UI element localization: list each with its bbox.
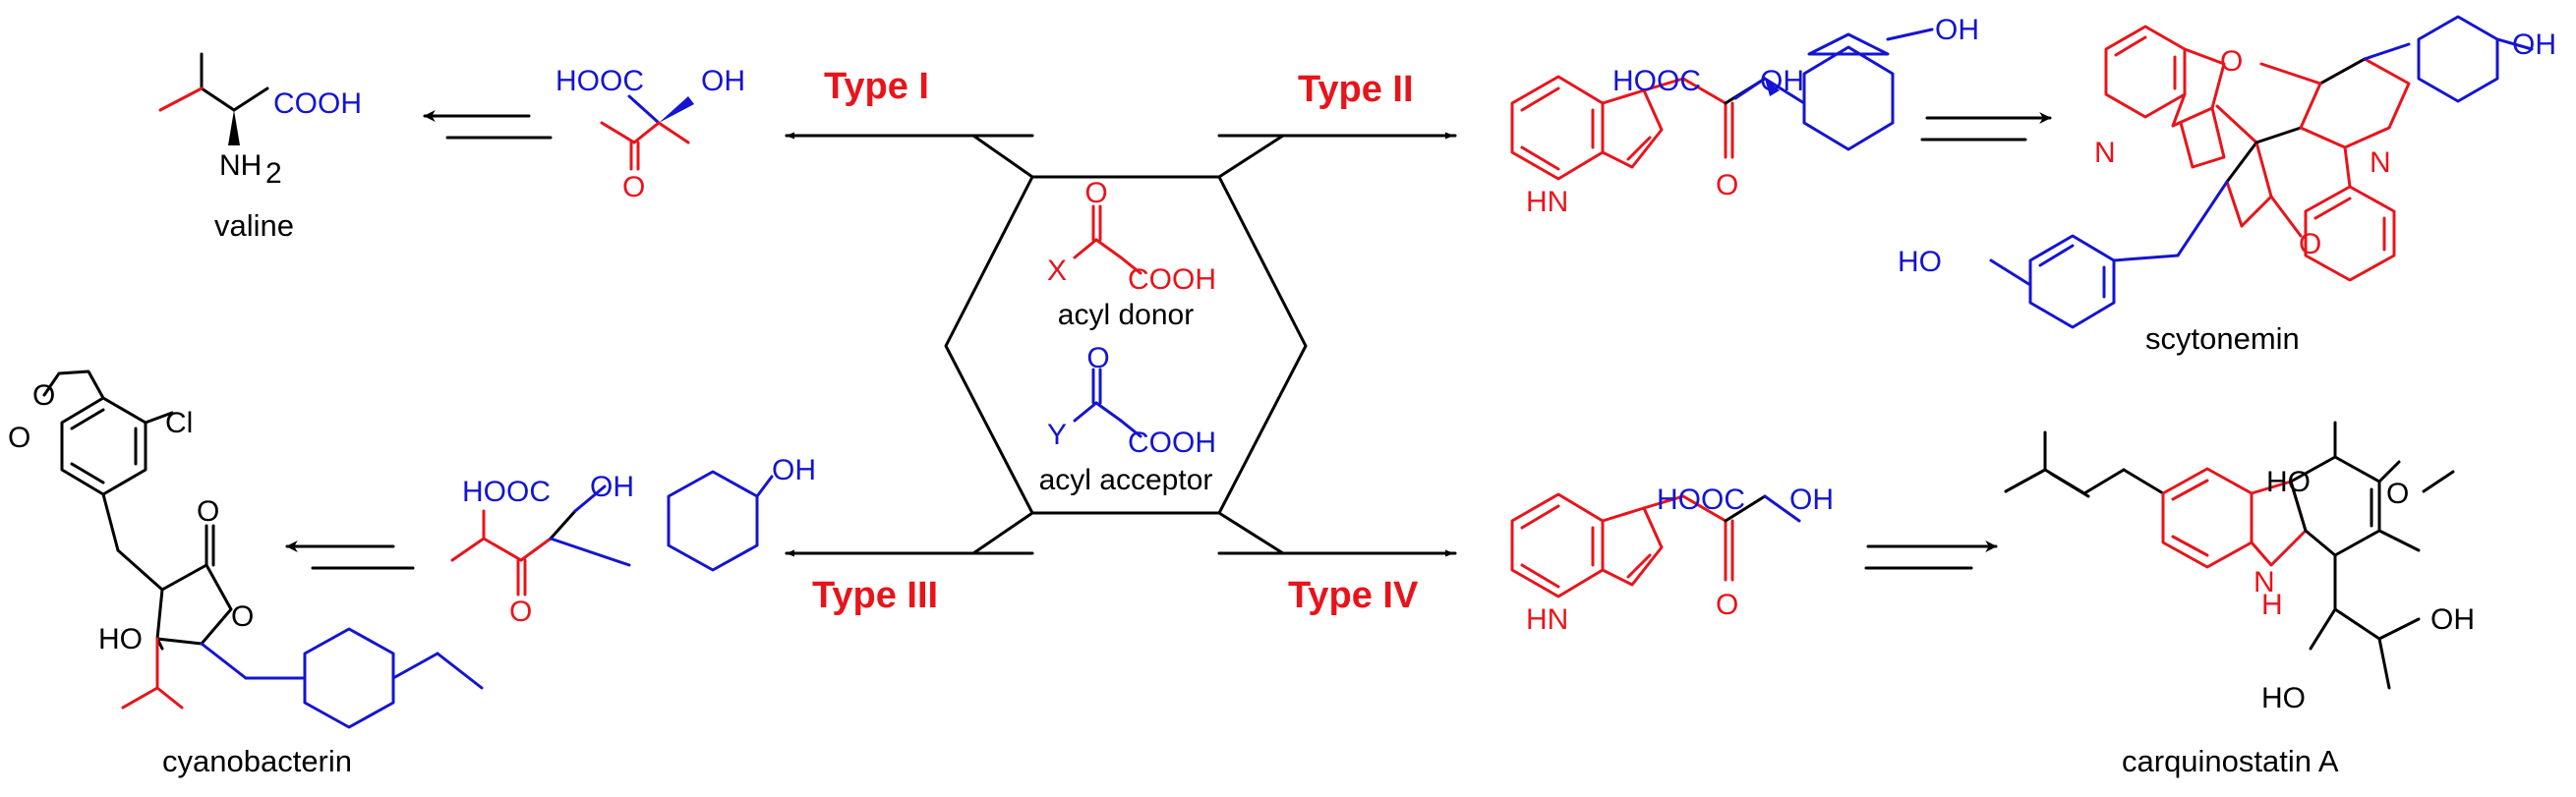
donor-cooh: COOH — [1128, 263, 1216, 296]
donor-oxygen: O — [1084, 177, 1107, 209]
lactone-ring-o: O — [231, 600, 254, 633]
indole-nh-label: HN — [1526, 186, 1568, 218]
carquinostatin-name: carquinostatin A — [2122, 744, 2339, 778]
acceptor-y-label: Y — [1047, 419, 1067, 451]
tertiary-ho-label: HO — [98, 623, 143, 655]
methoxy-o: O — [2386, 478, 2409, 510]
acyl-donor-label: acyl donor — [1058, 299, 1194, 331]
acceptor-cooh: COOH — [1128, 427, 1216, 459]
cyanobacterin-structure: O O Cl O O HO cyanobacterin — [8, 370, 484, 778]
phenol-oh-right: OH — [2512, 28, 2556, 61]
type-i-label: Type I — [824, 66, 929, 107]
indole-nh-label-iv: HN — [1526, 603, 1568, 636]
ketone-oxygen-iii: O — [509, 596, 532, 628]
scytonemin-name: scytonemin — [2145, 321, 2300, 356]
type-i-connector — [785, 134, 1034, 179]
ketone-o-upper: O — [2220, 45, 2243, 78]
acceptor-oxygen: O — [1086, 342, 1109, 374]
oh-label-iii: OH — [590, 471, 634, 503]
acyl-acceptor-label: acyl acceptor — [1039, 464, 1213, 496]
oh-label-iv: OH — [1789, 484, 1834, 516]
type-iii-label: Type III — [812, 575, 938, 616]
valine-double-arrow — [423, 110, 553, 140]
acyl-acceptor-structure: O Y COOH acyl acceptor — [1039, 342, 1216, 496]
carquinostatin-structure: H N HO O HO OH carquinostatin A — [2004, 421, 2475, 778]
phenol-oh-label: OH — [1935, 14, 1979, 46]
type-i-intermediate: HOOC OH O — [556, 65, 745, 203]
phenol-ho-left: HO — [1898, 246, 1942, 278]
lactone-carbonyl-o: O — [197, 495, 219, 528]
chloro-label: Cl — [165, 407, 193, 439]
hooc-label: HOOC — [556, 65, 644, 97]
ketone-oxygen: O — [622, 171, 645, 203]
ketone-o-lower: O — [2299, 228, 2321, 260]
type-iv-label: Type IV — [1288, 575, 1419, 616]
ketone-oxygen-ii: O — [1716, 169, 1738, 201]
central-hexagon — [785, 132, 1457, 557]
amine-subscript: 2 — [265, 157, 282, 190]
scytonemin-structure: N O HO O N OH scytonemin — [1898, 15, 2556, 356]
hooc-label-iv: HOOC — [1657, 484, 1745, 516]
type-iv-intermediate: HN O HOOC OH — [1510, 484, 1834, 636]
carquinostatin-double-arrow — [1864, 541, 1998, 570]
terminal-oh-label: OH — [2430, 603, 2475, 636]
valine-name: valine — [214, 208, 294, 243]
type-ii-intermediate: HN O HOOC OH OH — [1510, 14, 1979, 218]
cyanobacterin-double-arrow — [285, 541, 415, 570]
indolenine-n-left: N — [2094, 137, 2116, 169]
hooc-label-ii: HOOC — [1612, 65, 1701, 97]
cyanobacterin-name: cyanobacterin — [162, 744, 352, 778]
carbazole-nh-h: H — [2261, 589, 2283, 621]
acyl-donor-structure: O X COOH acyl donor — [1047, 177, 1216, 331]
indolenine-n-right: N — [2370, 146, 2391, 179]
ketone-oxygen-iv: O — [1716, 589, 1738, 621]
type-iii-connector — [785, 511, 1034, 555]
type-iii-intermediate: O HOOC OH OH — [450, 454, 816, 628]
scytonemin-double-arrow — [1920, 112, 2052, 142]
type-ii-connector — [1217, 134, 1457, 179]
valine-structure: COOH NH 2 valine — [158, 52, 362, 243]
type-ii-label: Type II — [1298, 69, 1414, 110]
carbazole-n: N — [2254, 566, 2275, 598]
secondary-ho-label: HO — [2261, 682, 2306, 714]
type-iv-connector — [1217, 511, 1457, 555]
hooc-label-iii: HOOC — [462, 476, 551, 508]
dioxole-o-bottom: O — [8, 422, 30, 454]
phenol-ho-carq: HO — [2266, 466, 2311, 498]
cooh-label: COOH — [273, 87, 362, 120]
donor-x-label: X — [1047, 255, 1067, 287]
phenol-oh-iii: OH — [772, 454, 816, 486]
amine-label: NH — [219, 149, 262, 182]
oh-label: OH — [701, 65, 745, 97]
